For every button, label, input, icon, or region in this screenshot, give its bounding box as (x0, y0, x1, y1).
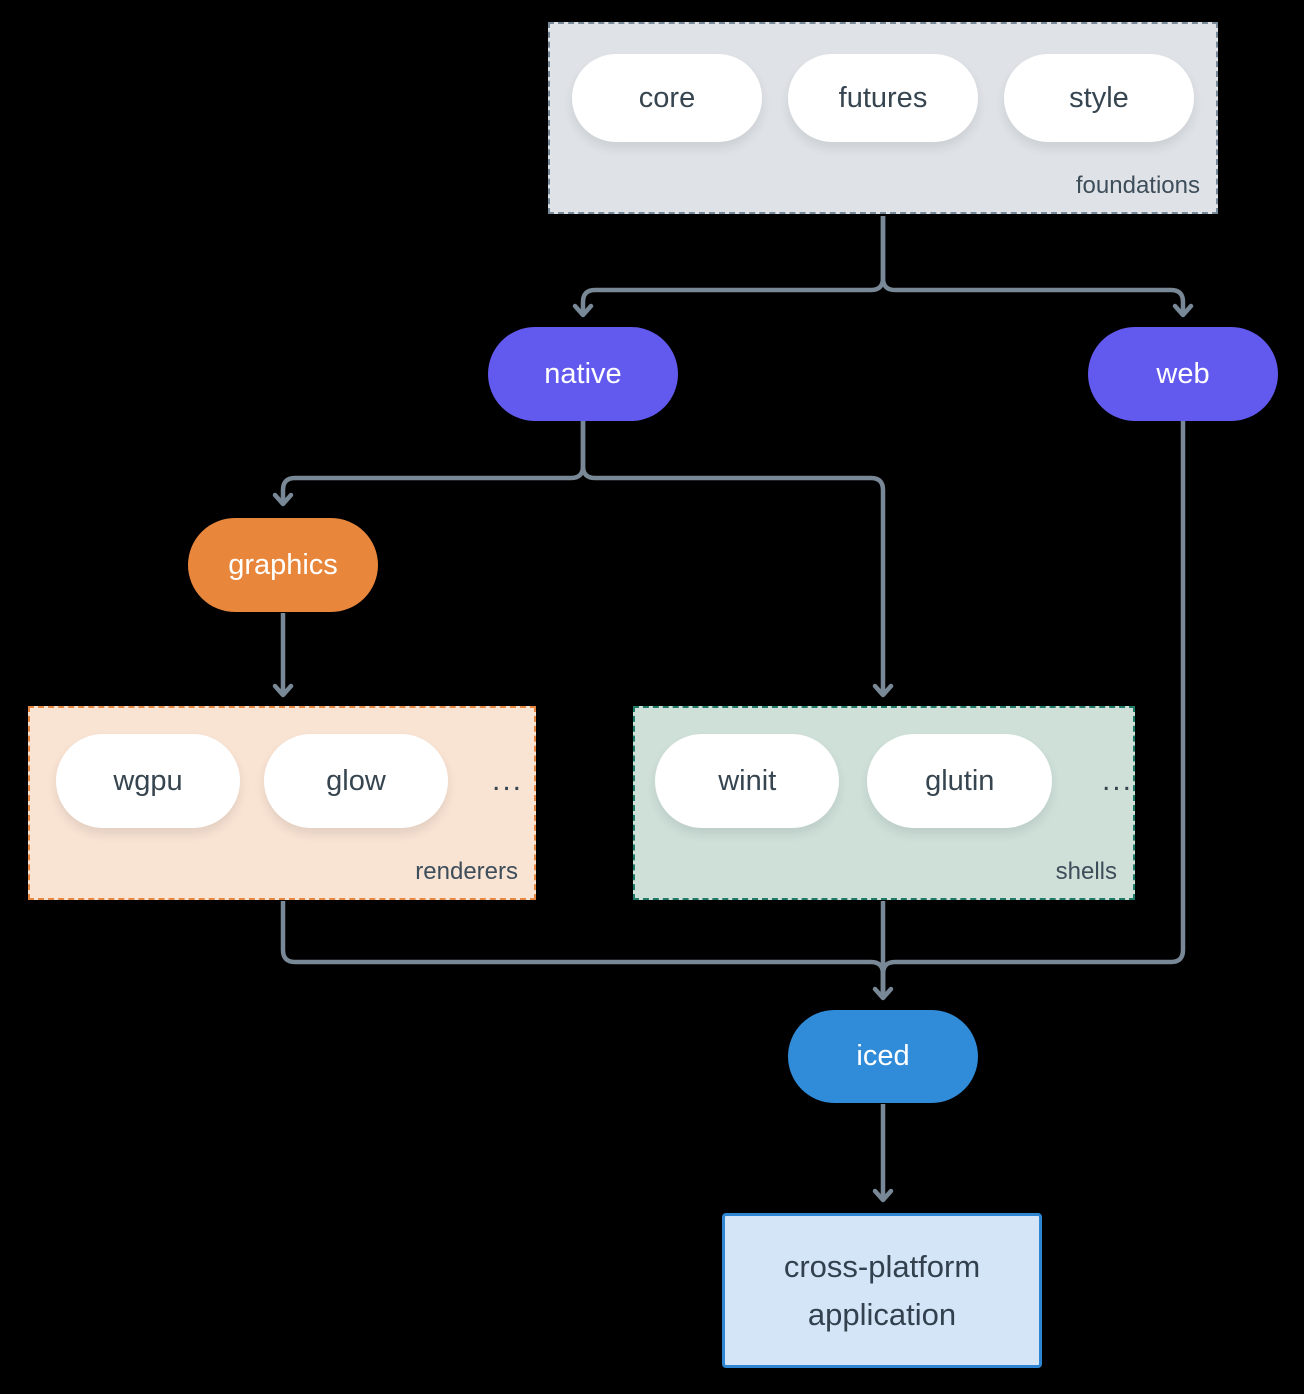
node-graphics: graphics (188, 518, 378, 612)
node-iced: iced (788, 1010, 978, 1103)
group-shells: winit glutin ... shells (633, 706, 1135, 900)
node-wgpu: wgpu (56, 734, 240, 828)
shells-ellipsis: ... (1101, 764, 1133, 797)
node-futures: futures (788, 54, 978, 142)
group-label-foundations: foundations (1075, 172, 1200, 199)
group-label-renderers: renderers (415, 858, 518, 885)
arrow-foundations-to-native (572, 216, 886, 318)
node-glow: glow (264, 734, 448, 828)
node-cross-platform-application: cross-platform application (722, 1213, 1042, 1368)
arrow-native-to-graphics (272, 421, 586, 507)
group-renderers: wgpu glow ... renderers (28, 706, 536, 900)
node-winit: winit (655, 734, 840, 828)
node-native: native (488, 327, 678, 421)
arrow-renderers-to-iced (280, 901, 886, 997)
group-label-shells: shells (1055, 858, 1117, 885)
group-foundations: core futures style foundations (548, 22, 1218, 214)
node-style: style (1004, 54, 1194, 142)
node-web: web (1088, 327, 1278, 421)
arrow-native-to-shells (580, 421, 894, 698)
node-core: core (572, 54, 762, 142)
arrow-foundations-to-web (880, 216, 1194, 318)
pill-row: core futures style (550, 24, 1216, 142)
pill-row: wgpu glow ... (30, 708, 534, 828)
pill-row: winit glutin ... (635, 708, 1133, 828)
renderers-ellipsis: ... (492, 764, 524, 797)
node-glutin: glutin (867, 734, 1052, 828)
